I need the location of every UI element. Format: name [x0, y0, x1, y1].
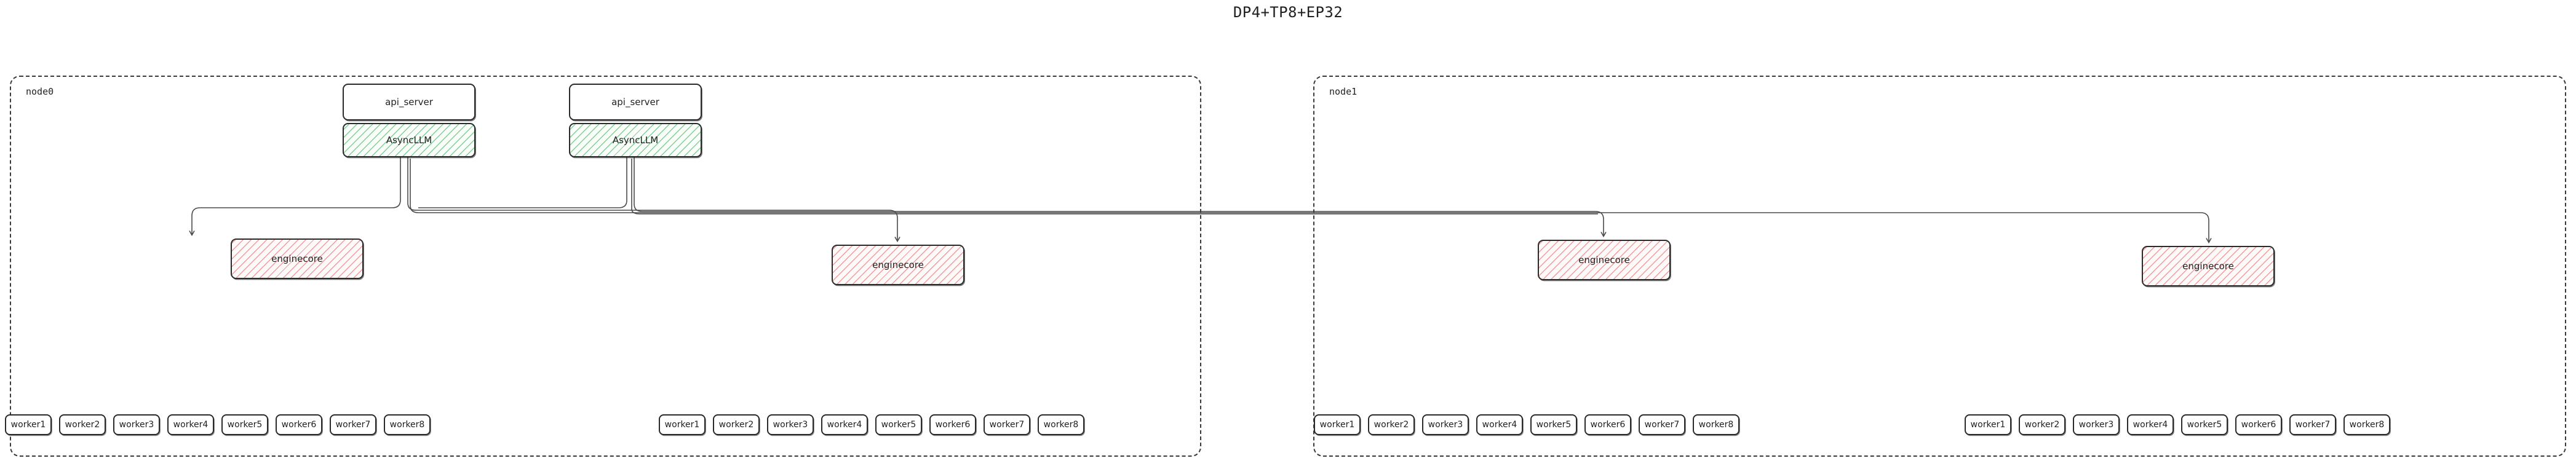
- worker-chip-g3-7[interactable]: worker7: [1639, 414, 1685, 435]
- enginecore-box-1[interactable]: enginecore: [231, 238, 364, 279]
- enginecore-box-2[interactable]: enginecore: [832, 245, 964, 285]
- worker-chip-g3-4[interactable]: worker4: [1476, 414, 1523, 435]
- worker-chip-g4-2[interactable]: worker2: [2019, 414, 2065, 435]
- worker-chip-g3-8[interactable]: worker8: [1693, 414, 1739, 435]
- worker-chip-g4-8[interactable]: worker8: [2343, 414, 2390, 435]
- worker-chip-g1-4[interactable]: worker4: [167, 414, 214, 435]
- worker-chip-g4-5[interactable]: worker5: [2181, 414, 2228, 435]
- worker-chip-g4-6[interactable]: worker6: [2235, 414, 2282, 435]
- worker-chip-g4-1[interactable]: worker1: [1965, 414, 2011, 435]
- worker-chip-g2-2[interactable]: worker2: [713, 414, 760, 435]
- worker-chip-g1-1[interactable]: worker1: [5, 414, 52, 435]
- api-server-box-2[interactable]: api_server: [569, 84, 702, 120]
- worker-chip-g3-5[interactable]: worker5: [1530, 414, 1577, 435]
- worker-chip-g2-3[interactable]: worker3: [767, 414, 814, 435]
- worker-chip-g3-3[interactable]: worker3: [1422, 414, 1469, 435]
- worker-chip-g3-2[interactable]: worker2: [1368, 414, 1415, 435]
- worker-chip-g2-5[interactable]: worker5: [875, 414, 922, 435]
- node-label-node1: node1: [1329, 86, 1358, 97]
- diagram-title: DP4+TP8+EP32: [1233, 4, 1343, 21]
- node-container-node1: [1313, 76, 2566, 457]
- worker-chip-g1-5[interactable]: worker5: [221, 414, 268, 435]
- worker-chip-g2-6[interactable]: worker6: [929, 414, 976, 435]
- worker-chip-g1-8[interactable]: worker8: [384, 414, 431, 435]
- worker-chip-g4-4[interactable]: worker4: [2127, 414, 2174, 435]
- worker-chip-g2-4[interactable]: worker4: [821, 414, 868, 435]
- worker-chip-g1-7[interactable]: worker7: [330, 414, 376, 435]
- asyncllm-box-2[interactable]: AsyncLLM: [569, 123, 702, 157]
- worker-chip-g1-6[interactable]: worker6: [276, 414, 322, 435]
- enginecore-box-3[interactable]: enginecore: [1538, 240, 1671, 280]
- node-label-node0: node0: [26, 86, 54, 97]
- worker-chip-g4-7[interactable]: worker7: [2289, 414, 2336, 435]
- asyncllm-box-1[interactable]: AsyncLLM: [343, 123, 475, 157]
- worker-chip-g2-8[interactable]: worker8: [1038, 414, 1084, 435]
- worker-chip-g3-1[interactable]: worker1: [1314, 414, 1361, 435]
- api-server-box-1[interactable]: api_server: [343, 84, 475, 120]
- worker-chip-g3-6[interactable]: worker6: [1584, 414, 1631, 435]
- worker-chip-g4-3[interactable]: worker3: [2073, 414, 2120, 435]
- enginecore-box-4[interactable]: enginecore: [2142, 246, 2275, 286]
- worker-chip-g2-7[interactable]: worker7: [984, 414, 1030, 435]
- worker-chip-g2-1[interactable]: worker1: [659, 414, 706, 435]
- worker-chip-g1-2[interactable]: worker2: [59, 414, 106, 435]
- worker-chip-g1-3[interactable]: worker3: [113, 414, 160, 435]
- node-container-node0: [10, 76, 1201, 457]
